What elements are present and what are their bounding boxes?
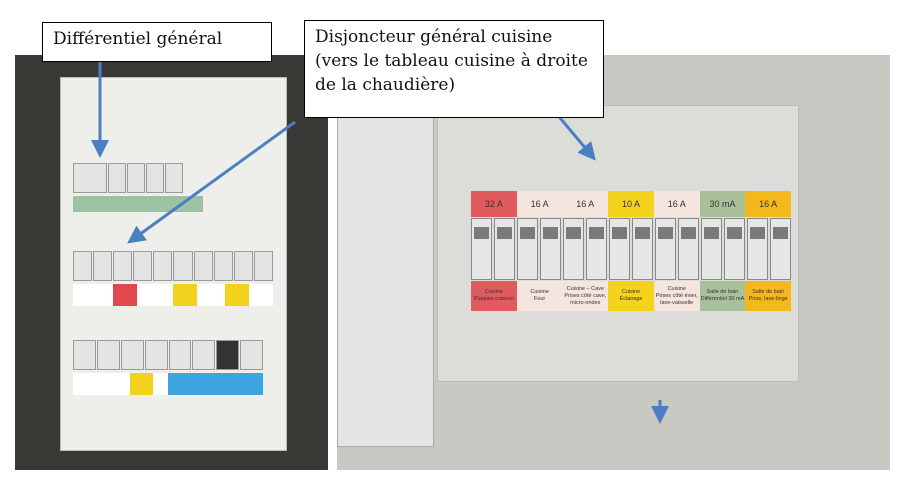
- circuit-breaker: [609, 218, 630, 280]
- breaker-label-title: Cuisine: [621, 289, 641, 295]
- breaker-rating: 16 A: [516, 191, 563, 217]
- breaker-label-detail: Plaques cuisson: [473, 296, 514, 302]
- breaker-label-title: Salle de bain: [752, 289, 785, 295]
- label-strip: [73, 284, 273, 306]
- breaker-rating: 30 mA: [699, 191, 746, 217]
- label-strip: [73, 196, 203, 212]
- breaker-label-title: Cuisine: [530, 289, 549, 295]
- circuit-breaker: [517, 218, 538, 280]
- breaker-label-title: Cuisine: [484, 289, 504, 295]
- breaker-label-title: Cuisine: [667, 285, 686, 292]
- breaker-row: [471, 218, 791, 280]
- panel-door: [337, 115, 434, 447]
- breaker-rating: 16 A: [653, 191, 700, 217]
- breaker-row: [73, 340, 263, 370]
- left-panel-photo: [15, 55, 328, 470]
- breaker-label-title: Salle de bain: [706, 289, 739, 295]
- arrow-to-kitchen-breaker: [127, 120, 296, 244]
- circuit-breaker: [724, 218, 745, 280]
- circuit-breaker: [678, 218, 699, 280]
- circuit-breaker: [701, 218, 722, 280]
- circuit-breaker: [655, 218, 676, 280]
- circuit-breaker: [632, 218, 653, 280]
- circuit-breaker: [563, 218, 584, 280]
- circuit-breaker: [770, 218, 791, 280]
- circuit-breaker: [471, 218, 492, 280]
- breaker-rating: 10 A: [608, 191, 654, 217]
- breaker-label-detail: Four: [533, 296, 546, 302]
- circuit-breaker: [586, 218, 607, 280]
- breaker-rating: 16 A: [562, 191, 609, 217]
- breaker-label-title: Cuisine – Cave: [566, 285, 604, 292]
- callout-main-differential: Différentiel général: [42, 22, 272, 62]
- main-electrical-panel: [60, 77, 287, 451]
- breaker-rating: 16 A: [745, 191, 792, 217]
- circuit-breaker: [540, 218, 561, 280]
- breaker-label-detail: Éclairage: [619, 296, 643, 302]
- circuit-breaker: [747, 218, 768, 280]
- breaker-label-detail: Prise, lave-linge: [748, 296, 788, 302]
- breaker-label-detail: Prises côté évier, lave-vaisselle: [655, 292, 698, 306]
- callout-kitchen-breaker: Disjoncteur général cuisine (vers le tab…: [304, 20, 604, 118]
- label-strip: [73, 373, 263, 395]
- breaker-label-detail: Différentiel 30 mA: [700, 296, 745, 302]
- breaker-rating: 32 A: [471, 191, 517, 217]
- breaker-label-detail: Prises côté cave, micro-ondes: [564, 292, 607, 306]
- circuit-breaker: [494, 218, 515, 280]
- main-breaker-row: [73, 163, 183, 193]
- breaker-row: [73, 251, 273, 281]
